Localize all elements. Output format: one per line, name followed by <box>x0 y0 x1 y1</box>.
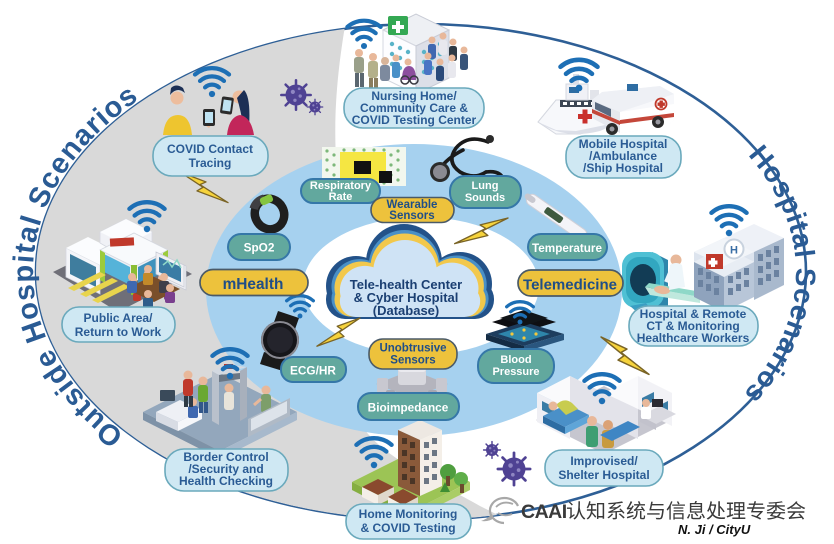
svg-text:mHealth: mHealth <box>223 276 284 293</box>
svg-text:COVID Testing Center: COVID Testing Center <box>352 113 477 127</box>
svg-text:Public Area/: Public Area/ <box>84 311 154 325</box>
svg-text:COVID Contact: COVID Contact <box>167 142 253 156</box>
svg-text:e: e <box>783 302 817 325</box>
svg-text:Healthcare Workers: Healthcare Workers <box>637 331 750 345</box>
svg-text:Community Care &: Community Care & <box>360 101 468 115</box>
svg-text:Home Monitoring: Home Monitoring <box>359 507 458 521</box>
svg-text:(Database): (Database) <box>373 303 439 318</box>
svg-text:/Ambulance: /Ambulance <box>589 149 657 163</box>
svg-text:Nursing Home/: Nursing Home/ <box>371 89 457 103</box>
svg-text:Hospital & Remote: Hospital & Remote <box>640 307 747 321</box>
svg-text:Bioimpedance: Bioimpedance <box>368 401 449 415</box>
svg-text:s: s <box>8 283 42 303</box>
svg-text:a: a <box>786 230 820 252</box>
svg-text:Lung: Lung <box>472 180 499 192</box>
svg-text:H: H <box>730 245 738 257</box>
svg-text:Sensors: Sensors <box>389 210 434 222</box>
svg-text:Tracing: Tracing <box>189 156 232 170</box>
svg-text:Temperature: Temperature <box>532 242 602 255</box>
svg-text:Improvised/: Improvised/ <box>570 454 638 468</box>
svg-text:Health Checking: Health Checking <box>179 474 273 488</box>
svg-text:N. Ji / CityU: N. Ji / CityU <box>678 522 751 537</box>
svg-text:S: S <box>790 267 822 287</box>
svg-text:& Cyber Hospital: & Cyber Hospital <box>354 290 459 305</box>
svg-text:Sounds: Sounds <box>465 192 505 204</box>
svg-text:p: p <box>8 265 40 283</box>
svg-text:Rate: Rate <box>329 191 353 203</box>
svg-text:Pressure: Pressure <box>492 366 539 378</box>
svg-text:l: l <box>789 248 821 259</box>
svg-text:Mobile Hospital: Mobile Hospital <box>579 137 668 151</box>
svg-text:Tele-health Center: Tele-health Center <box>350 277 462 292</box>
svg-text:& COVID Testing: & COVID Testing <box>360 521 455 535</box>
svg-text:Border Control: Border Control <box>183 450 268 464</box>
svg-text:Telemedicine: Telemedicine <box>523 277 617 294</box>
svg-text:Respiratory: Respiratory <box>310 180 372 192</box>
svg-text:Sensors: Sensors <box>390 355 435 367</box>
svg-text:SpO2: SpO2 <box>244 241 275 255</box>
svg-text:/Security and: /Security and <box>188 462 263 476</box>
svg-text:Return to Work: Return to Work <box>75 325 162 339</box>
svg-text:Unobtrusive: Unobtrusive <box>379 343 446 355</box>
svg-text:/Ship Hospital: /Ship Hospital <box>583 161 663 175</box>
svg-text:Blood: Blood <box>500 354 531 366</box>
svg-text:i: i <box>8 254 41 264</box>
svg-text:CAAI: CAAI <box>521 501 567 523</box>
svg-text:t: t <box>9 241 42 255</box>
svg-text:Shelter Hospital: Shelter Hospital <box>558 468 649 482</box>
svg-text:CT & Monitoring: CT & Monitoring <box>646 319 739 333</box>
svg-text:ECG/HR: ECG/HR <box>290 364 336 378</box>
svg-text:c: c <box>787 286 820 306</box>
svg-text:Wearable: Wearable <box>387 199 438 211</box>
